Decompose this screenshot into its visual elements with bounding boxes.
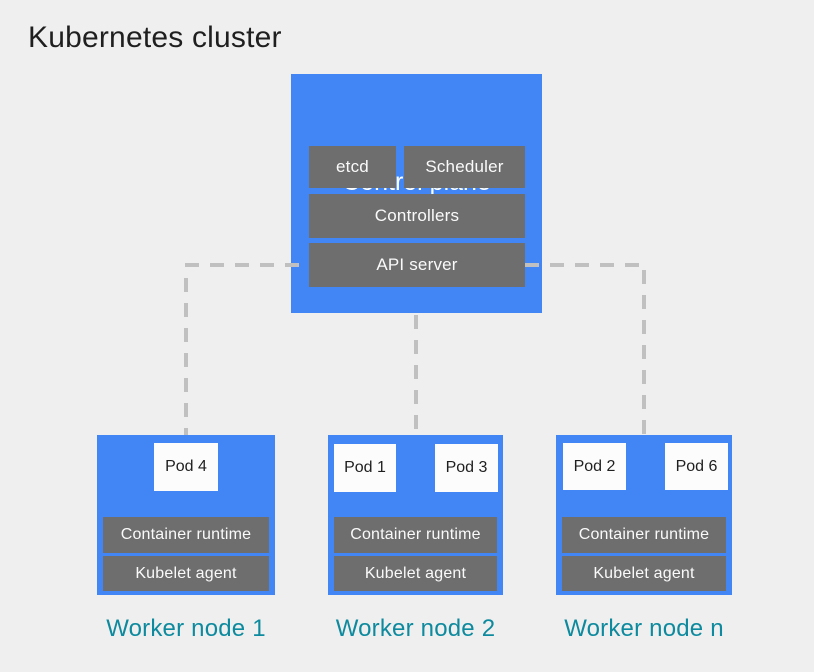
scheduler-box: Scheduler [404, 146, 525, 188]
diagram-title: Kubernetes cluster [28, 21, 282, 54]
pod-box: Pod 6 [665, 443, 728, 490]
pod-box: Pod 1 [334, 444, 396, 492]
worker-node-2-label: Worker node 2 [335, 615, 496, 642]
api-server-box: API server [309, 243, 525, 287]
worker-node-1-box: Pod 4 Container runtime Kubelet agent [97, 435, 275, 595]
pod-box: Pod 3 [435, 444, 498, 492]
container-runtime-box: Container runtime [334, 517, 497, 553]
kubelet-agent-box: Kubelet agent [334, 556, 497, 591]
container-runtime-box: Container runtime [103, 517, 269, 553]
worker-node-1-label: Worker node 1 [106, 615, 266, 642]
worker-node-n-box: Pod 2 Pod 6 Container runtime Kubelet ag… [556, 435, 732, 595]
worker-node-2-box: Pod 1 Pod 3 Container runtime Kubelet ag… [328, 435, 503, 595]
worker-node-n-label: Worker node n [564, 615, 724, 642]
etcd-box: etcd [309, 146, 396, 188]
control-plane-content: Control plane etcd Scheduler Controllers… [291, 74, 542, 313]
pod-box: Pod 2 [563, 443, 626, 490]
container-runtime-box: Container runtime [562, 517, 726, 553]
kubelet-agent-box: Kubelet agent [103, 556, 269, 591]
kubelet-agent-box: Kubelet agent [562, 556, 726, 591]
pod-box: Pod 4 [154, 443, 218, 491]
controllers-box: Controllers [309, 194, 525, 238]
